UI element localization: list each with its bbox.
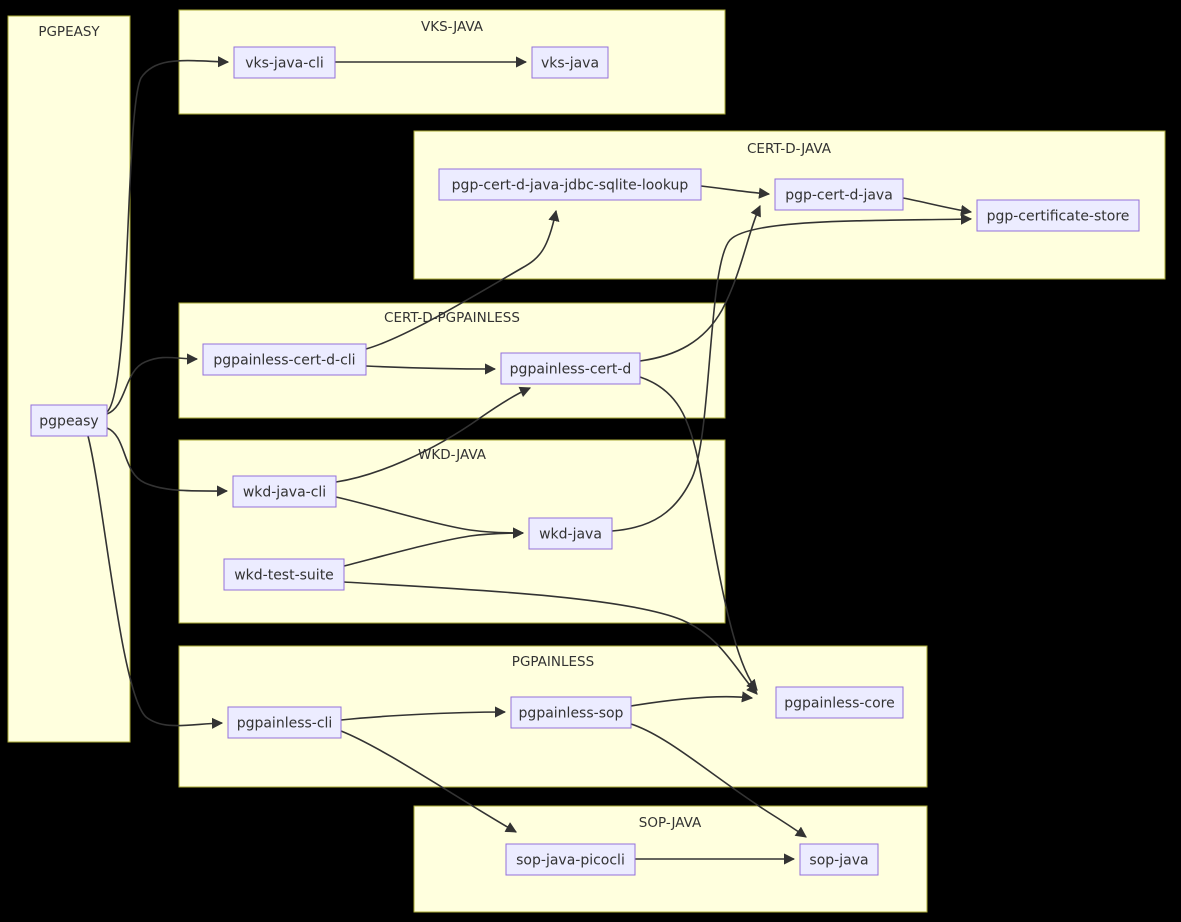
node-box[interactable] — [510, 696, 632, 729]
cluster-label: VKS-JAVA — [421, 19, 484, 35]
node-box[interactable] — [438, 168, 702, 201]
node-box[interactable] — [232, 475, 337, 508]
cluster-box — [178, 439, 726, 624]
edge-pgpeasy-to-pgpainless-cli — [87, 435, 224, 729]
node-label: wkd-java — [539, 527, 602, 543]
node-pgpainless-core[interactable]: pgpainless-core — [775, 686, 904, 719]
node-box[interactable] — [799, 843, 879, 876]
node-pgpainless-sop[interactable]: pgpainless-sop — [510, 696, 632, 729]
cluster-label: SOP-JAVA — [639, 815, 702, 831]
node-label: pgpeasy — [39, 414, 98, 430]
node-label: sop-java — [809, 853, 868, 869]
node-sop-java-picocli[interactable]: sop-java-picocli — [505, 843, 636, 876]
node-pgpainless-cert-d-cli[interactable]: pgpainless-cert-d-cli — [202, 343, 367, 376]
edge-pgpeasy-to-vks-java-cli — [106, 56, 230, 413]
node-box[interactable] — [30, 404, 108, 437]
node-box[interactable] — [531, 46, 609, 79]
node-vks-java[interactable]: vks-java — [531, 46, 609, 79]
node-pgp-cert-d-java-jdbc-sqlite-lookup[interactable]: pgp-cert-d-java-jdbc-sqlite-lookup — [438, 168, 702, 201]
node-label: pgpainless-cert-d — [510, 362, 632, 378]
edge-pgp-cert-d-java-jdbc-sqlite-lookup-to-pgp-cert-d-java — [700, 185, 771, 199]
node-label: pgpainless-core — [784, 696, 894, 712]
node-pgp-cert-d-java[interactable]: pgp-cert-d-java — [774, 178, 904, 211]
cluster-pgpeasy: PGPEASY — [7, 15, 131, 743]
node-wkd-test-suite[interactable]: wkd-test-suite — [223, 558, 345, 591]
edge-pgpainless-cli-to-pgpainless-sop — [340, 706, 507, 721]
node-label: sop-java-picocli — [516, 853, 625, 869]
cluster-label: PGPAINLESS — [512, 654, 594, 670]
edge-pgpainless-cert-d-cli-to-pgpainless-cert-d — [365, 363, 497, 375]
cluster-label: WKD-JAVA — [418, 447, 487, 463]
edge-wkd-test-suite-to-wkd-java — [343, 527, 525, 567]
node-vks-java-cli[interactable]: vks-java-cli — [233, 46, 336, 79]
edge-pgpainless-sop-to-pgpainless-core — [630, 691, 754, 707]
node-sop-java[interactable]: sop-java — [799, 843, 879, 876]
node-label: wkd-test-suite — [234, 568, 334, 584]
clusters-layer: PGPEASY VKS-JAVA CERT-D-JAVA CERT-D-PGPAINL… — [7, 9, 1166, 913]
node-label: pgpainless-sop — [519, 706, 624, 722]
cluster-label: PGPEASY — [38, 24, 100, 40]
node-box[interactable] — [500, 352, 641, 385]
edge-wkd-test-suite-to-pgpainless-core — [343, 581, 758, 695]
edge-pgpainless-sop-to-sop-java — [630, 723, 807, 838]
node-label: pgp-cert-d-java-jdbc-sqlite-lookup — [452, 178, 689, 194]
edge-pgpainless-cert-d-to-pgpainless-core — [639, 376, 758, 691]
node-pgp-certificate-store[interactable]: pgp-certificate-store — [976, 199, 1140, 232]
node-pgpeasy[interactable]: pgpeasy — [30, 404, 108, 437]
node-label: pgp-certificate-store — [987, 209, 1130, 225]
cluster-label: CERT-D-PGPAINLESS — [384, 310, 520, 326]
edge-pgp-cert-d-java-to-pgp-certificate-store — [902, 197, 973, 216]
node-label: vks-java — [541, 56, 599, 72]
node-box[interactable] — [202, 343, 367, 376]
edge-pgpeasy-to-wkd-java-cli — [106, 427, 229, 497]
node-wkd-java-cli[interactable]: wkd-java-cli — [232, 475, 337, 508]
node-wkd-java[interactable]: wkd-java — [528, 517, 613, 550]
node-label: pgp-cert-d-java — [785, 188, 893, 204]
cluster-box — [7, 15, 131, 743]
node-pgpainless-cert-d[interactable]: pgpainless-cert-d — [500, 352, 641, 385]
node-box[interactable] — [528, 517, 613, 550]
edge-pgpainless-cert-d-to-pgp-cert-d-java — [639, 204, 761, 362]
edge-wkd-java-to-pgp-certificate-store — [611, 213, 973, 532]
node-box[interactable] — [976, 199, 1140, 232]
nodes-layer: pgpeasy vks-java-cli vks-java pgp-cert-d-ja… — [30, 46, 1140, 876]
edge-wkd-java-cli-to-pgpainless-cert-d — [335, 386, 532, 483]
node-pgpainless-cli[interactable]: pgpainless-cli — [227, 706, 342, 739]
node-box[interactable] — [774, 178, 904, 211]
node-box[interactable] — [227, 706, 342, 739]
node-box[interactable] — [223, 558, 345, 591]
edge-pgpainless-cli-to-sop-java-picocli — [340, 730, 517, 833]
node-label: wkd-java-cli — [243, 485, 326, 501]
edges-layer — [87, 56, 973, 865]
node-label: pgpainless-cli — [237, 716, 333, 732]
node-box[interactable] — [775, 686, 904, 719]
node-label: vks-java-cli — [245, 56, 324, 72]
cluster-label: CERT-D-JAVA — [747, 141, 832, 157]
node-box[interactable] — [505, 843, 636, 876]
node-box[interactable] — [233, 46, 336, 79]
node-label: pgpainless-cert-d-cli — [213, 353, 355, 369]
cluster-wkd-java: WKD-JAVA — [178, 439, 726, 624]
edge-pgpainless-cert-d-cli-to-pgp-cert-d-java-jdbc-sqlite-lookup — [365, 209, 560, 350]
edge-pgpeasy-to-pgpainless-cert-d-cli — [106, 353, 199, 415]
